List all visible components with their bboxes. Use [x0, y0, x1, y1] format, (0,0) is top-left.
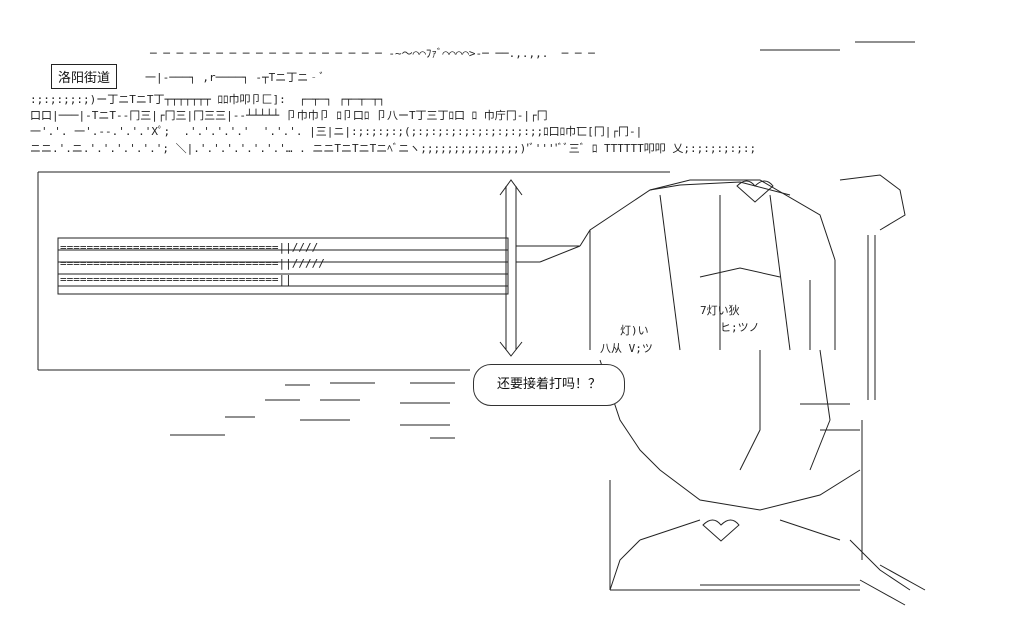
ascii-line-2: 一|‐───┐ ,r────┐ ‐┬Tニ丁ニ‐ﾞ [145, 71, 358, 84]
ascii-line-5: 一'.'. 一'.‐‐.'.'.'Xﾟ; .'.'.'.'.' '.'.'. |… [30, 125, 643, 138]
ascii-line-1: ─ ─ ─ ─ ─ ─ ─ ─ ─ ─ ─ ─ ─ ─ ─ ─ ─ ─ ‐~～⌒… [150, 47, 595, 60]
speech-bubble: 还要接着打吗！？ [473, 364, 625, 406]
ascii-line-4: 口口|───|‐TニT‐‐冂三|┌冂三|冂三三|‐‐┴┴┴┴┴ 卩巾巾卩 ﾛ卩口… [30, 109, 548, 122]
street-sign: 洛阳街道 [51, 64, 118, 89]
blade-line-1: =================================||//// [60, 241, 325, 254]
body-text-2: ヒ;ツノ [720, 321, 760, 334]
body-text-3: 灯)い [620, 324, 649, 337]
blade-line-3: =================================|| [60, 273, 325, 286]
body-text-1: 7灯い狄 [700, 304, 740, 317]
ascii-line-6: ニニ.'.ニ.'.'.'.'.'.'; ＼|.'.'.'.'.'.'.'… . … [30, 142, 757, 155]
blade-line-2: =================================||///// [60, 257, 325, 270]
body-text-4: 八从 V;ツ [600, 342, 653, 355]
ascii-line-3: :;:;:;;:;)ー丁ニTニT丁┬┬┬┬┬┬┬ ﾛﾛ巾叩卩匚]: ┌─┬─┐ … [30, 93, 386, 106]
